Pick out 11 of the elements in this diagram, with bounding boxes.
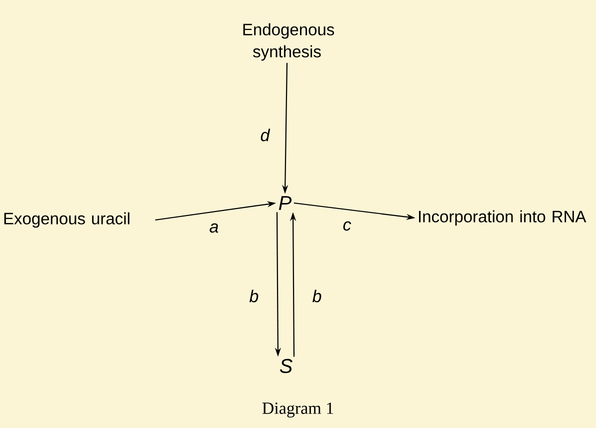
edge-label: b	[312, 290, 322, 302]
edge-label: a	[210, 223, 218, 233]
process-label: Incorporation into RNA	[419, 210, 586, 226]
pool-label: P	[278, 196, 292, 210]
process-label: Exogenous uracil	[4, 212, 130, 228]
pool-label: S	[280, 358, 292, 374]
edge-label: c	[343, 221, 352, 231]
process-label: Endogenous synthesis	[243, 23, 334, 61]
caption: Diagram 1	[262, 402, 334, 418]
edge-label: b	[250, 290, 258, 302]
edge-label: d	[260, 128, 270, 142]
